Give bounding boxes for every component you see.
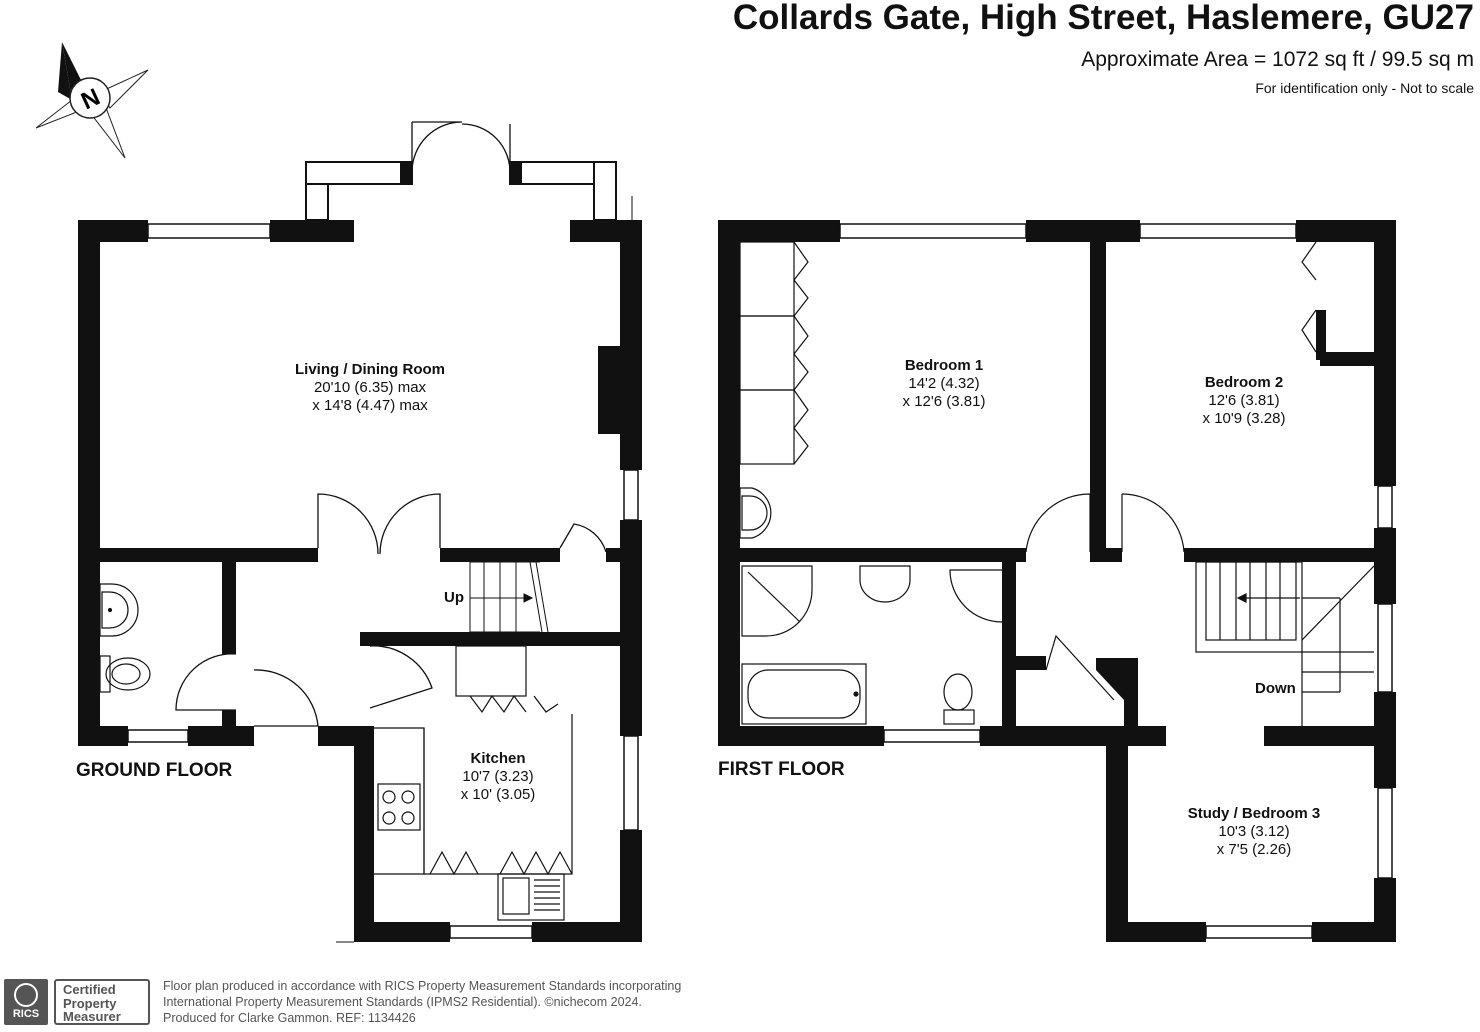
first-floor-walls (718, 220, 1396, 942)
cert-line: Measurer (63, 1009, 121, 1024)
ground-wc-fixtures (99, 583, 151, 693)
room-dimension: x 7'5 (2.26) (1216, 841, 1292, 858)
first-floor-label: FIRST FLOOR (718, 759, 845, 780)
certified-property-measurer-badge: Certified Property Measurer (54, 979, 150, 1025)
kitchen-fixtures (374, 645, 573, 921)
room-name: Living / Dining Room (295, 361, 445, 378)
scale-note: For identification only - Not to scale (1255, 80, 1474, 96)
room-name: Bedroom 1 (904, 357, 984, 374)
footer-line: Floor plan produced in accordance with R… (163, 979, 682, 993)
room-living-dining: Living / Dining Room 20'10 (6.35) max x … (295, 361, 445, 415)
north-arrow-icon: N (35, 42, 149, 159)
footer-line: International Property Measurement Stand… (163, 995, 642, 1009)
cert-line: Property (63, 995, 117, 1011)
room-dimension: x 12'6 (3.81) (902, 393, 986, 410)
footer-disclaimer: Floor plan produced in accordance with R… (163, 978, 681, 1026)
ground-floor-windows (127, 223, 639, 939)
room-name: Study / Bedroom 3 (1187, 805, 1321, 822)
rics-logo-text: RICS (12, 1008, 40, 1020)
room-name: Kitchen (470, 750, 526, 767)
approximate-area: Approximate Area = 1072 sq ft / 99.5 sq … (1081, 48, 1474, 71)
ground-floor-doors (175, 121, 607, 727)
rics-emblem-icon (14, 983, 38, 1007)
room-kitchen: Kitchen 10'7 (3.23) x 10' (3.05) (461, 750, 536, 804)
room-dimension: 14'2 (4.32) (908, 375, 980, 392)
plan-title: Collards Gate, High Street, Haslemere, G… (732, 0, 1474, 37)
room-dimension: x 14'8 (4.47) max (312, 397, 428, 414)
stairs-up-label: Up (444, 589, 464, 606)
room-name: Bedroom 2 (1204, 374, 1284, 391)
room-dimension: 20'10 (6.35) max (313, 379, 427, 396)
room-dimension: 12'6 (3.81) (1208, 392, 1280, 409)
room-study-bedroom-3: Study / Bedroom 3 10'3 (3.12) x 7'5 (2.2… (1188, 805, 1321, 859)
cert-line: Certified (63, 982, 116, 997)
first-floor-windows (839, 223, 1393, 939)
room-dimension: x 10' (3.05) (460, 786, 536, 803)
ground-floor-walls (78, 161, 642, 942)
footer-line: Produced for Clarke Gammon. REF: 1134426 (163, 1011, 416, 1025)
room-dimension: 10'3 (3.12) (1218, 823, 1290, 840)
first-floor-fixtures (739, 241, 1375, 726)
stairs-down-label: Down (1255, 680, 1296, 697)
room-dimension: x 10'9 (3.28) (1202, 410, 1286, 427)
room-bedroom-1: Bedroom 1 14'2 (4.32) x 12'6 (3.81) (903, 357, 986, 411)
ground-floor-label: GROUND FLOOR (76, 760, 233, 781)
room-dimension: 10'7 (3.23) (462, 768, 534, 785)
ground-floor-stairs (469, 561, 549, 633)
rics-logo: RICS (4, 979, 48, 1025)
room-bedroom-2: Bedroom 2 12'6 (3.81) x 10'9 (3.28) (1203, 374, 1286, 428)
